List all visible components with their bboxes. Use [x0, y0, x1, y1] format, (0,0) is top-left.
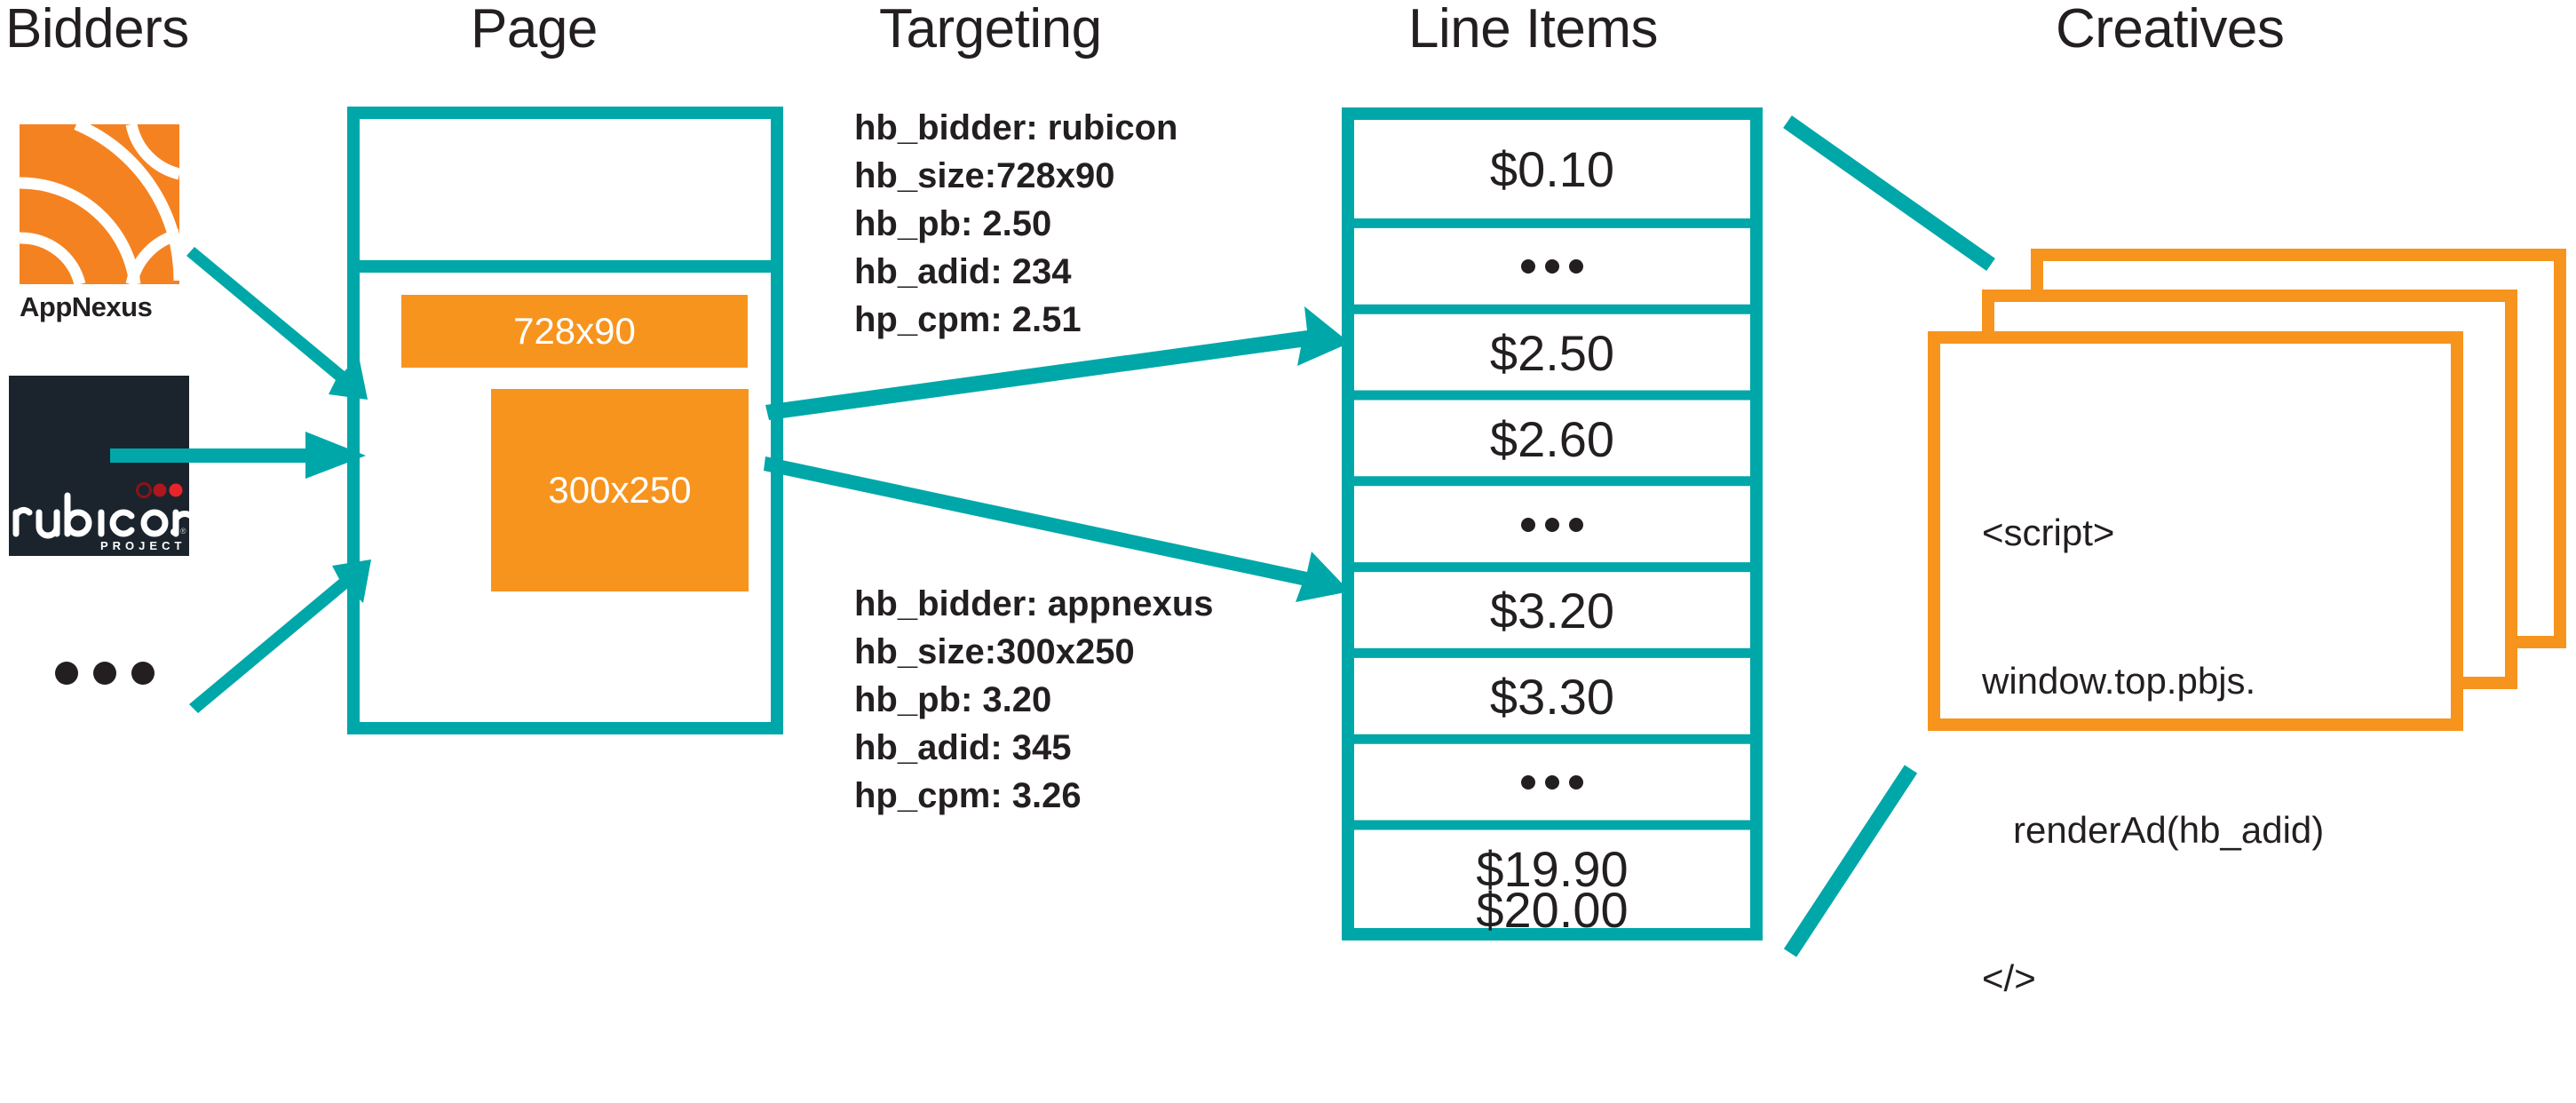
targeting-rubicon-line-1: hb_bidder: rubicon	[854, 108, 1178, 147]
column-title-targeting: Targeting	[879, 0, 1102, 60]
line-item-row[interactable]: $2.60	[1489, 410, 1615, 467]
line-item-row[interactable]: $3.20	[1489, 582, 1615, 639]
targeting-appnexus-line-5: hp_cpm: 3.26	[854, 776, 1082, 815]
targeting-rubicon-line-4: hb_adid: 234	[854, 252, 1072, 291]
targeting-appnexus-line-2: hb_size:300x250	[854, 632, 1135, 671]
creative-card-front[interactable]	[1928, 331, 2463, 731]
ellipsis-indicator	[1521, 518, 1583, 532]
ad-slot-300x250[interactable]	[491, 389, 749, 591]
diagram-canvas: Bidders Page Targeting Line Items Creati…	[5, 0, 2566, 1000]
targeting-block-rubicon: hb_bidder: rubicon hb_size:728x90 hb_pb:…	[854, 104, 1177, 344]
column-title-lineitems: Line Items	[1408, 0, 1659, 60]
targeting-appnexus-line-4: hb_adid: 345	[854, 728, 1072, 767]
column-title-page: Page	[471, 0, 598, 60]
creative-code-snippet: <script> window.top.pbjs. renderAd(hb_ad…	[1982, 409, 2324, 1103]
appnexus-logo	[20, 124, 179, 284]
ellipsis-indicator	[1521, 775, 1583, 790]
column-title-bidders: Bidders	[5, 0, 189, 60]
connector-top	[1783, 115, 1995, 271]
creative-code-line-4: </>	[1982, 957, 2036, 1000]
diagram-svg: PROJECT ®	[9, 107, 2566, 957]
targeting-rubicon-line-2: hb_size:728x90	[854, 156, 1115, 195]
connector-bottom	[1783, 765, 1918, 957]
bidder-arrows	[110, 247, 371, 713]
creative-code-line-2: window.top.pbjs.	[1982, 660, 2256, 702]
rubicon-project-logo: PROJECT ®	[9, 376, 198, 556]
line-item-row[interactable]: $19.90	[1476, 840, 1629, 897]
dot-1	[55, 662, 78, 685]
targeting-rubicon-line-3: hb_pb: 2.50	[854, 204, 1052, 243]
line-item-row[interactable]: $3.30	[1489, 668, 1615, 725]
page-box	[347, 107, 783, 734]
line-item-row[interactable]: $2.50	[1489, 324, 1615, 381]
lineitems-to-creatives-connectors	[1783, 115, 1995, 957]
targeting-rubicon-line-5: hp_cpm: 2.51	[854, 300, 1082, 339]
targeting-appnexus-line-3: hb_pb: 3.20	[854, 680, 1052, 719]
dot-2	[93, 662, 116, 685]
svg-text:PROJECT: PROJECT	[100, 539, 186, 552]
line-item-row[interactable]	[1354, 228, 1750, 305]
creative-code-line-1: <script>	[1982, 511, 2115, 553]
ellipsis-indicator	[1521, 259, 1583, 274]
column-title-creatives: Creatives	[2056, 0, 2285, 60]
line-item-row[interactable]: $20.00	[1476, 881, 1629, 938]
targeting-block-appnexus: hb_bidder: appnexus hb_size:300x250 hb_p…	[854, 580, 1214, 820]
dot-3	[131, 662, 155, 685]
appnexus-logo-caption: AppNexus	[20, 291, 153, 322]
line-item-row[interactable]	[1354, 487, 1750, 563]
creative-cards	[1928, 249, 2566, 731]
ad-slot-728x90[interactable]	[401, 295, 748, 368]
line-items-table	[1342, 107, 1763, 940]
line-item-row[interactable]	[1354, 744, 1750, 821]
bidders-more-indicator	[55, 662, 155, 685]
page-to-lineitems-arrows	[764, 306, 1350, 602]
targeting-appnexus-line-1: hb_bidder: appnexus	[854, 584, 1214, 623]
creative-code-line-3: renderAd(hb_adid)	[1982, 808, 2325, 851]
line-item-row[interactable]: $0.10	[1489, 140, 1615, 197]
svg-text:®: ®	[180, 527, 186, 536]
